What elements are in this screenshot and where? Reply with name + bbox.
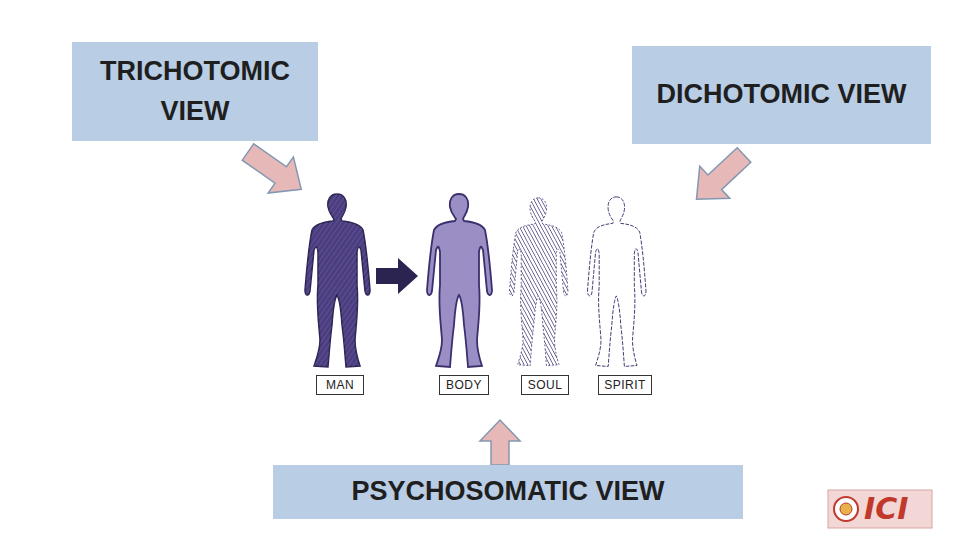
label-text: SPIRIT	[604, 378, 646, 392]
view-callout: DICHOTOMIC VIEW	[632, 46, 931, 144]
logo	[828, 490, 932, 528]
view-callout: PSYCHOSOMATIC VIEW	[273, 465, 743, 519]
figure-label: SPIRIT	[598, 375, 652, 395]
label-text: SOUL	[528, 378, 563, 392]
callout-text: PSYCHOSOMATIC VIEW	[351, 472, 664, 511]
label-text: BODY	[446, 378, 482, 392]
man-figure	[305, 194, 370, 367]
view-callout: TRICHOTOMIC VIEW	[72, 42, 318, 141]
callout-arrow	[681, 139, 759, 216]
soul-figure	[510, 198, 569, 366]
callout-arrow	[480, 420, 520, 465]
callout-text: DICHOTOMIC VIEW	[656, 75, 906, 114]
label-text: MAN	[326, 378, 354, 392]
figure-label: MAN	[316, 375, 364, 395]
logo-text: ICI	[864, 494, 908, 524]
spirit-figure	[588, 197, 647, 367]
figure-label: BODY	[439, 375, 489, 395]
transition-arrow	[376, 258, 418, 294]
figure-label: SOUL	[521, 375, 569, 395]
callout-arrow	[235, 134, 313, 207]
body-figure	[427, 194, 492, 367]
callout-text: TRICHOTOMIC VIEW	[82, 52, 308, 130]
